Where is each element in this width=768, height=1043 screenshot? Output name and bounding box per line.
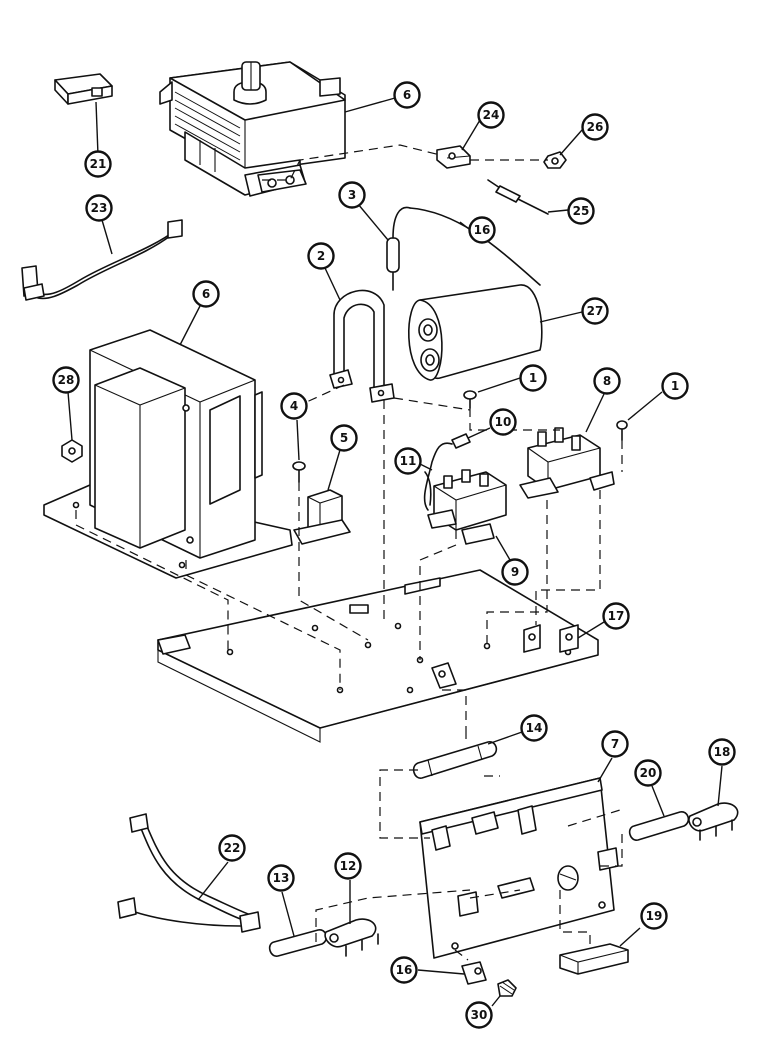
part-27-capacitor: [407, 284, 543, 381]
leader-lines: [67, 97, 723, 1007]
part-4-screw: [292, 461, 306, 483]
callout-bubbles: 21 6 24 26 25 23 3 16 2 6 27 28 1 8 1 4 …: [52, 81, 736, 1029]
callout-9: 9: [501, 558, 529, 586]
svg-text:18: 18: [714, 745, 731, 759]
svg-text:8: 8: [603, 374, 611, 388]
svg-text:14: 14: [526, 721, 543, 735]
svg-text:12: 12: [340, 859, 357, 873]
part-22-wire: [117, 813, 261, 933]
callout-13: 13: [267, 864, 295, 892]
callout-7: 7: [601, 730, 629, 758]
callout-16-top: 16: [468, 216, 496, 244]
part-2-bracket: [329, 289, 395, 403]
svg-text:27: 27: [587, 304, 604, 318]
svg-text:23: 23: [91, 201, 108, 215]
svg-text:22: 22: [224, 841, 241, 855]
svg-text:24: 24: [483, 108, 500, 122]
part-3-fuse: [386, 206, 411, 291]
callout-22: 22: [218, 834, 246, 862]
svg-text:10: 10: [495, 415, 512, 429]
svg-text:1: 1: [671, 379, 679, 393]
part-11-wire: [424, 471, 432, 506]
part-28-nut: [61, 439, 83, 463]
callout-21: 21: [84, 150, 112, 178]
svg-text:6: 6: [202, 287, 210, 301]
callout-18: 18: [708, 738, 736, 766]
callout-10: 10: [489, 408, 517, 436]
svg-text:11: 11: [400, 454, 417, 468]
callout-6-transformer: 6: [192, 280, 220, 308]
callout-23: 23: [85, 194, 113, 222]
part-10-thermistor: [423, 433, 471, 511]
svg-text:7: 7: [611, 737, 619, 751]
svg-text:2: 2: [317, 249, 325, 263]
svg-text:20: 20: [640, 766, 657, 780]
part-14-fuse: [412, 741, 498, 779]
part-23-wire: [21, 219, 183, 301]
assembly-lines: [75, 144, 623, 961]
svg-text:25: 25: [573, 204, 590, 218]
svg-text:28: 28: [58, 373, 75, 387]
callout-27: 27: [581, 297, 609, 325]
part-18-fuse-holder-right: [688, 802, 739, 841]
part-5-switch: [293, 489, 351, 545]
part-19-cover: [559, 943, 629, 975]
callout-14: 14: [520, 714, 548, 742]
part-21-connector: [54, 73, 113, 105]
part-7-circuit-board: [419, 777, 619, 959]
callout-26: 26: [581, 113, 609, 141]
callout-5: 5: [330, 424, 358, 452]
svg-text:13: 13: [273, 871, 290, 885]
callout-25: 25: [567, 197, 595, 225]
svg-text:16: 16: [396, 963, 413, 977]
callout-20: 20: [634, 759, 662, 787]
part-9-relay: [427, 469, 507, 545]
callout-11: 11: [394, 447, 422, 475]
part-13-resistor: [268, 929, 328, 957]
callout-28: 28: [52, 366, 80, 394]
svg-text:17: 17: [608, 609, 625, 623]
part-25-diode: [487, 179, 549, 215]
callout-16-bottom: 16: [390, 956, 418, 984]
callout-12: 12: [334, 852, 362, 880]
part-16-clip: [461, 961, 487, 985]
svg-text:5: 5: [340, 431, 348, 445]
part-30-screw: [497, 979, 517, 997]
part-26-nut: [543, 151, 567, 169]
callout-6-magnetron: 6: [393, 81, 421, 109]
svg-text:3: 3: [348, 188, 356, 202]
svg-text:4: 4: [290, 399, 298, 413]
callout-8: 8: [593, 367, 621, 395]
callout-1-b: 1: [661, 372, 689, 400]
svg-text:16: 16: [474, 223, 491, 237]
part-6-magnetron: [159, 61, 346, 197]
svg-text:1: 1: [529, 371, 537, 385]
part-1-screw-b: [616, 420, 628, 441]
part-17-base-plate: [157, 569, 599, 743]
part-1-screw-a: [463, 390, 477, 409]
callout-19: 19: [640, 902, 668, 930]
callout-30: 30: [465, 1001, 493, 1029]
callout-4: 4: [280, 392, 308, 420]
part-24-bracket: [436, 145, 471, 169]
svg-text:6: 6: [403, 88, 411, 102]
callout-17: 17: [602, 602, 630, 630]
part-8-relay: [519, 427, 615, 499]
callout-2: 2: [307, 242, 335, 270]
part-20-resistor: [628, 811, 690, 841]
svg-text:9: 9: [511, 565, 519, 579]
part-12-fuse-holder: [324, 918, 379, 957]
svg-text:19: 19: [646, 909, 663, 923]
svg-text:21: 21: [90, 157, 107, 171]
callout-24: 24: [477, 101, 505, 129]
svg-text:26: 26: [587, 120, 604, 134]
svg-text:30: 30: [471, 1008, 488, 1022]
part-6-transformer: [43, 329, 293, 579]
callout-1-a: 1: [519, 364, 547, 392]
callout-3: 3: [338, 181, 366, 209]
